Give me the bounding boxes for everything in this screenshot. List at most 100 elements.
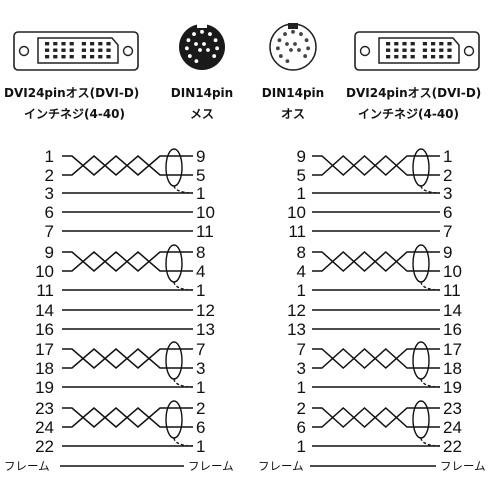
pin-label-left: 5: [297, 166, 306, 185]
dvi-pin-dot: [394, 55, 399, 59]
frame-label-right: フレーム: [188, 459, 234, 473]
dvi-pin-dot: [447, 42, 452, 46]
din-pin-dot: [306, 46, 311, 51]
pin-label-left: 24: [35, 418, 54, 437]
din-pin-dot: [192, 32, 196, 36]
pin-label-left: 23: [35, 399, 54, 418]
pin-label-right: 1: [196, 184, 205, 203]
pin-label-left: 13: [287, 320, 306, 339]
drain-wire: [420, 281, 441, 291]
shield-ellipse: [165, 148, 183, 187]
twisted-wire: [312, 347, 440, 370]
drain-wire: [420, 437, 441, 447]
pin-label-right: 17: [443, 340, 462, 359]
din-pin-dot: [215, 46, 220, 51]
pin-label-left: 3: [297, 359, 306, 378]
pin-label-right: 3: [196, 359, 205, 378]
dvi-pin-dot: [422, 42, 427, 46]
dvi-pin-dot: [61, 42, 66, 46]
pin-label-left: 3: [45, 184, 54, 203]
din-pin-dot: [289, 48, 293, 52]
pin-label-right: 9: [443, 243, 452, 262]
shield-ellipse: [412, 400, 430, 439]
dvi-pin-dot: [81, 42, 86, 46]
dvi-pin-dot: [90, 42, 95, 46]
pin-label-right: 7: [196, 340, 205, 359]
dvi-pin-dot: [439, 55, 444, 59]
dvi-pin-dot: [61, 55, 66, 59]
pin-label-right: 6: [196, 418, 205, 437]
dvi-pin-dot: [53, 55, 58, 59]
twisted-wire: [62, 348, 193, 369]
dvi-pin-dot: [53, 42, 58, 46]
din-female-icon: [179, 22, 225, 70]
frame-label-right: フレーム: [440, 459, 486, 473]
dvi-pin-dot: [447, 48, 452, 52]
din-pin-dot: [283, 32, 287, 36]
drain-wire: [173, 378, 194, 388]
pin-label-right: 12: [196, 301, 215, 320]
pin-label-right: 24: [443, 418, 462, 437]
pin-label-left: 8: [297, 243, 306, 262]
pin-label-left: 19: [35, 378, 54, 397]
twisted-wire: [312, 250, 440, 273]
pin-label-right: 8: [196, 243, 205, 262]
pin-label-left: 14: [35, 301, 54, 320]
frame-label-left: フレーム: [258, 459, 304, 473]
pin-label-right: 19: [443, 378, 462, 397]
twisted-wire: [62, 348, 193, 369]
shield-ellipse: [412, 148, 430, 187]
pin-label-right: 4: [196, 262, 205, 281]
pin-label-right: 3: [443, 184, 452, 203]
dvi-pin-dot: [81, 48, 86, 52]
dvi-pin-dot: [90, 48, 95, 52]
twisted-wire: [62, 155, 193, 176]
dvi-pin-dot: [447, 55, 452, 59]
pin-label-left: 17: [35, 340, 54, 359]
pin-label-left: 2: [45, 166, 54, 185]
din-pin-dot: [285, 59, 290, 64]
din-pin-dot: [212, 54, 217, 58]
twisted-wire: [312, 347, 440, 370]
din-pin-dot: [275, 46, 280, 51]
dvi-pin-dot: [106, 55, 111, 59]
dvi-pin-dot: [53, 48, 58, 52]
dvi-pin-dot: [90, 55, 95, 59]
header-din-male-line1: DIN14pin: [262, 86, 324, 100]
pin-label-right: 11: [443, 281, 461, 300]
dvi-pin-dot: [439, 42, 444, 46]
drain-wire: [173, 185, 194, 194]
pin-label-left: 10: [287, 203, 306, 222]
dvi-pin-dot: [410, 48, 415, 52]
pin-label-right: 6: [443, 203, 452, 222]
pin-label-right: 1: [196, 437, 205, 456]
pin-label-left: 11: [288, 222, 306, 241]
pin-label-right: 10: [196, 203, 215, 222]
drain-wire: [173, 281, 194, 291]
dvi-pin-dot: [106, 42, 111, 46]
shield-ellipse: [412, 341, 430, 380]
pin-label-right: 11: [196, 222, 214, 241]
dvi-pin-dot: [98, 55, 103, 59]
din-pin-dot: [291, 29, 295, 34]
pin-label-left: 6: [45, 203, 54, 222]
dvi-pin-dot: [410, 55, 415, 59]
dvi-pin-dot: [422, 48, 427, 52]
pin-label-left: 7: [45, 222, 54, 241]
pin-label-left: 11: [36, 281, 54, 300]
pin-label-left: 22: [35, 437, 54, 456]
pin-label-right: 16: [443, 320, 462, 339]
din-pin-dot: [187, 54, 192, 58]
pin-label-left: 9: [45, 243, 54, 262]
drain-wire: [420, 378, 441, 388]
pin-label-right: 1: [196, 281, 205, 300]
shield-ellipse: [412, 244, 430, 283]
dvi-pin-dot: [394, 48, 399, 52]
din-male-icon: [269, 23, 317, 71]
pin-label-left: 12: [287, 301, 306, 320]
header-dvi-right-line2: インチネジ(4-40): [358, 107, 459, 121]
dvi-pin-dot: [402, 42, 407, 46]
dvi-pin-dot: [431, 48, 436, 52]
header-dvi-left-line1: DVI24pinオス(DVI-D): [4, 86, 139, 100]
